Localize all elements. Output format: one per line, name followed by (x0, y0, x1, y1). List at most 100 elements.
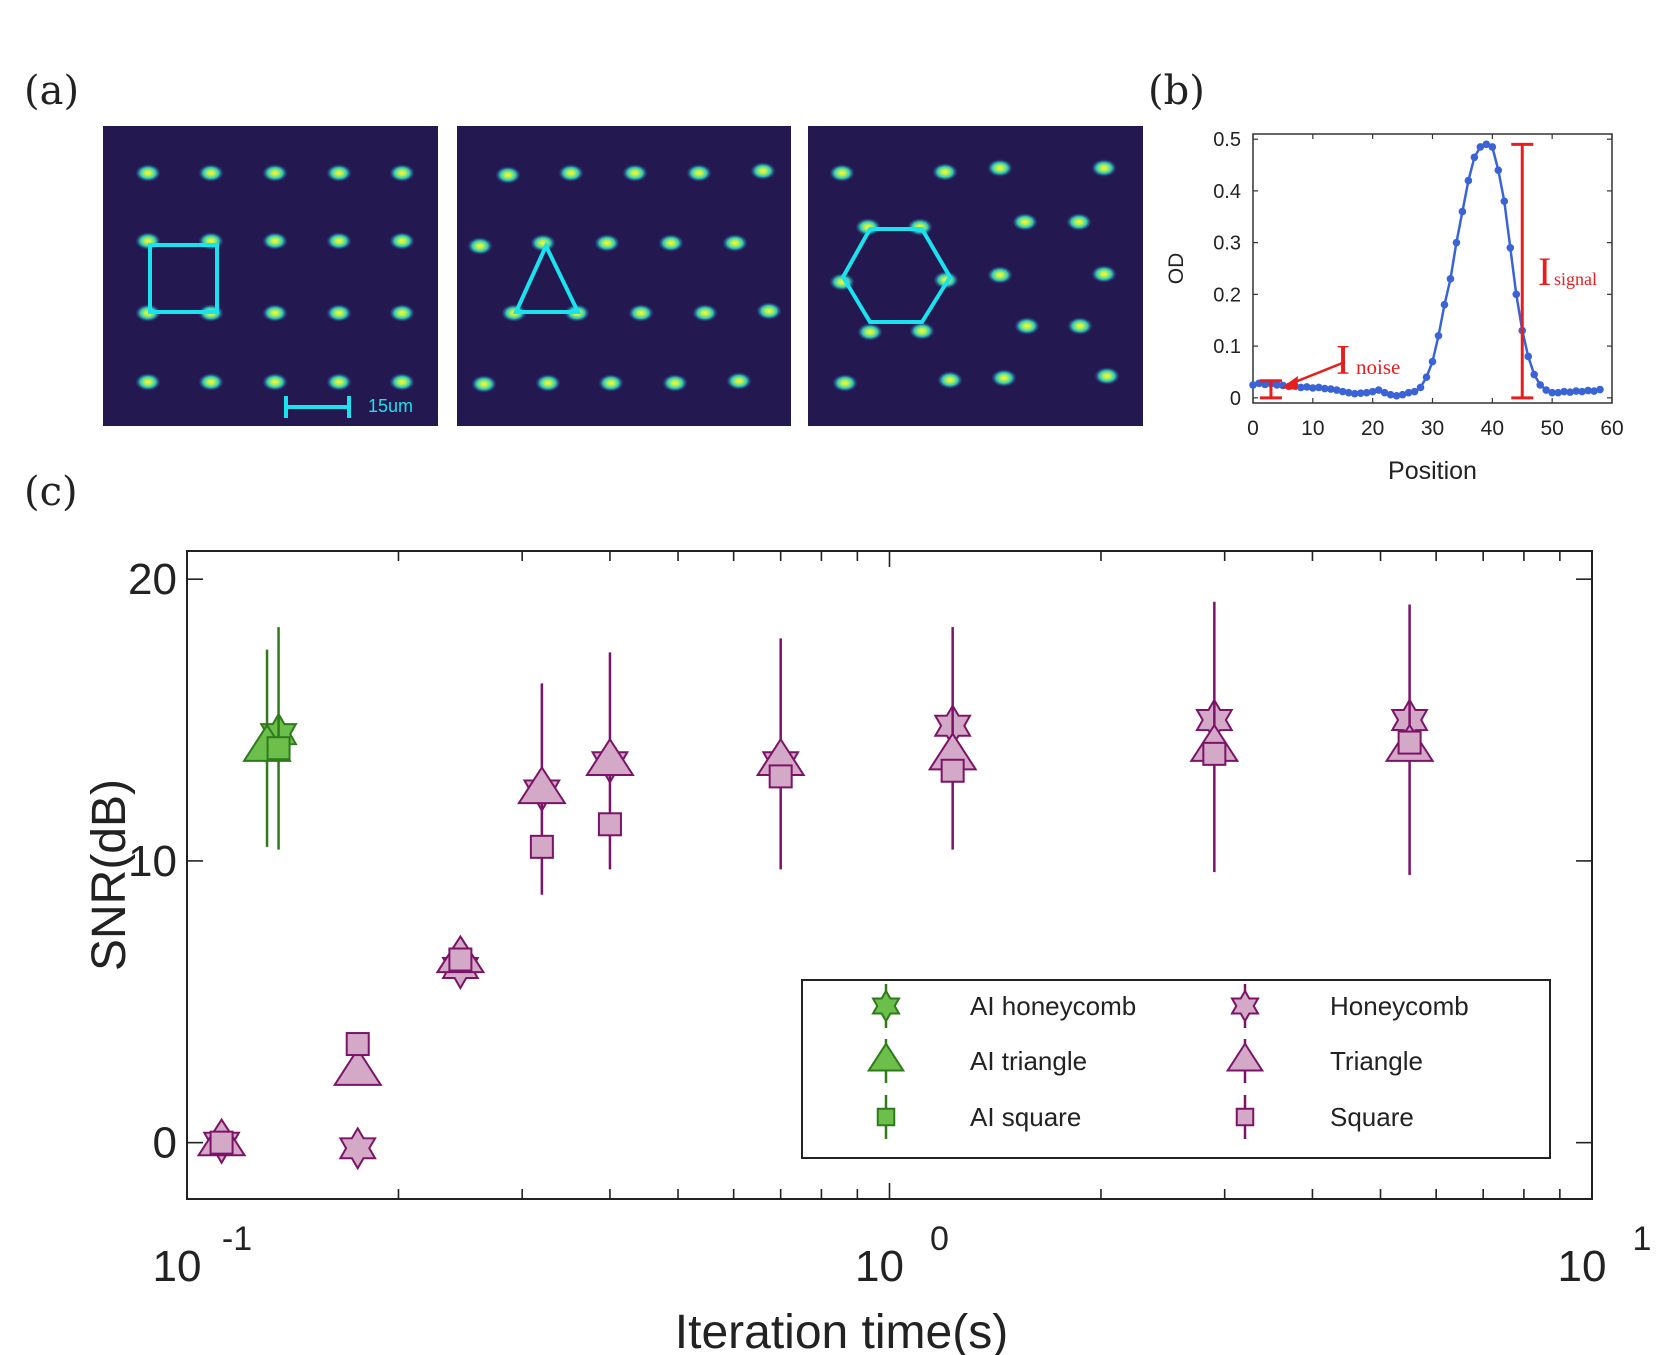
atom-spot (1091, 265, 1117, 283)
legend-marker (1225, 1041, 1265, 1072)
data-point (209, 1130, 234, 1155)
noise-label-subscript: noise (1356, 355, 1400, 379)
od-data-point (1446, 275, 1455, 283)
y-tick-label: 20 (128, 555, 177, 604)
atom-spot (991, 369, 1017, 387)
atom-spot (326, 304, 352, 322)
atom-spot (857, 323, 883, 341)
atom-spot (598, 374, 624, 392)
series-square (209, 730, 1422, 1155)
atom-spot (262, 232, 288, 250)
atom-spot (135, 373, 161, 391)
od-data-point (1482, 140, 1491, 149)
od-data-point (1386, 390, 1395, 399)
atom-spot (726, 372, 752, 390)
atom-spot (1091, 159, 1117, 177)
od-data-point (1273, 381, 1281, 389)
noise-label: I (1336, 338, 1350, 384)
od-data-point (1404, 388, 1413, 397)
od-data-point (1470, 153, 1479, 162)
od-data-point (1440, 300, 1449, 309)
noise-arrow (1289, 360, 1346, 386)
x-tick-label: 10 (1301, 417, 1324, 440)
x-tick-label: 20 (1361, 417, 1384, 440)
od-data-point (1572, 387, 1580, 395)
atom-spot (722, 234, 748, 252)
od-data-point (1578, 387, 1586, 396)
od-data-point (1332, 386, 1341, 394)
legend-marker (1230, 988, 1260, 1024)
atom-spot (829, 164, 855, 182)
od-data-point (1464, 176, 1473, 185)
atom-spot (135, 164, 161, 182)
data-point (517, 765, 567, 805)
noise-arrowhead (1281, 376, 1298, 390)
data-point (266, 736, 291, 761)
square-overlay (148, 243, 219, 314)
atom-spot (686, 164, 712, 182)
atom-spot (594, 234, 620, 252)
od-data-point (1392, 391, 1401, 400)
atom-spot (662, 374, 688, 392)
atom-spot (1094, 367, 1120, 385)
hexagon-overlay (840, 227, 953, 324)
od-data-point (1536, 381, 1544, 389)
x-tick-label-base: 10 (153, 1242, 202, 1291)
signal-label: I (1538, 249, 1551, 294)
atom-spot (750, 162, 776, 180)
od-data-point (1476, 143, 1485, 151)
od-data-point (1500, 197, 1509, 206)
atom-spot (389, 304, 415, 322)
atom-spot (855, 218, 881, 236)
od-data-point (1344, 388, 1353, 397)
data-point (448, 947, 473, 972)
atom-spot (932, 163, 958, 181)
atom-spot (692, 304, 718, 322)
od-data-point (1398, 390, 1407, 399)
atom-spot (389, 373, 415, 391)
atom-spot (389, 164, 415, 182)
data-point (585, 737, 635, 776)
atom-spot (262, 373, 288, 391)
panel-label-a: (a) (24, 68, 79, 114)
x-tick-label-base: 10 (1558, 1242, 1607, 1291)
legend-label: AI triangle (970, 1046, 1087, 1076)
od-data-point (1297, 383, 1305, 392)
od-data-point (1338, 387, 1347, 396)
od-data-point (1458, 207, 1467, 216)
x-tick-label-exponent: 1 (1633, 1220, 1652, 1258)
atom-spot (326, 373, 352, 391)
od-data-point (1512, 290, 1521, 299)
od-data-point (1416, 383, 1425, 392)
y-tick-label: 0.1 (1213, 336, 1241, 358)
atom-spot (262, 164, 288, 182)
atom-spot (495, 166, 521, 184)
y-tick-label: 0.5 (1213, 129, 1241, 151)
atom-spot (987, 266, 1013, 284)
y-tick-label: 0 (1230, 388, 1241, 410)
od-data-point (1315, 383, 1323, 392)
atom-spot (1012, 213, 1038, 231)
od-data-point (1506, 244, 1515, 252)
atom-spot (326, 164, 352, 182)
od-data-point (1434, 331, 1443, 340)
od-data-point (1524, 352, 1533, 361)
od-data-point (1368, 387, 1377, 396)
legend-box (801, 979, 1551, 1159)
triangle-overlay (512, 241, 582, 314)
data-point (768, 764, 793, 789)
atom-spot (909, 322, 935, 340)
series-ai-square (266, 627, 291, 850)
od-data-point (1249, 381, 1257, 389)
od-data-point (1309, 384, 1317, 392)
legend-label: AI honeycomb (970, 991, 1136, 1021)
x-tick-label-exponent: -1 (222, 1220, 252, 1258)
data-point (345, 1032, 370, 1057)
data-point (332, 1047, 383, 1086)
od-data-point (1452, 238, 1461, 247)
panel-a-images (103, 126, 1143, 426)
x-tick-label: 0 (1247, 417, 1259, 440)
legend-marker (876, 1107, 896, 1127)
atom-spot (937, 371, 963, 389)
